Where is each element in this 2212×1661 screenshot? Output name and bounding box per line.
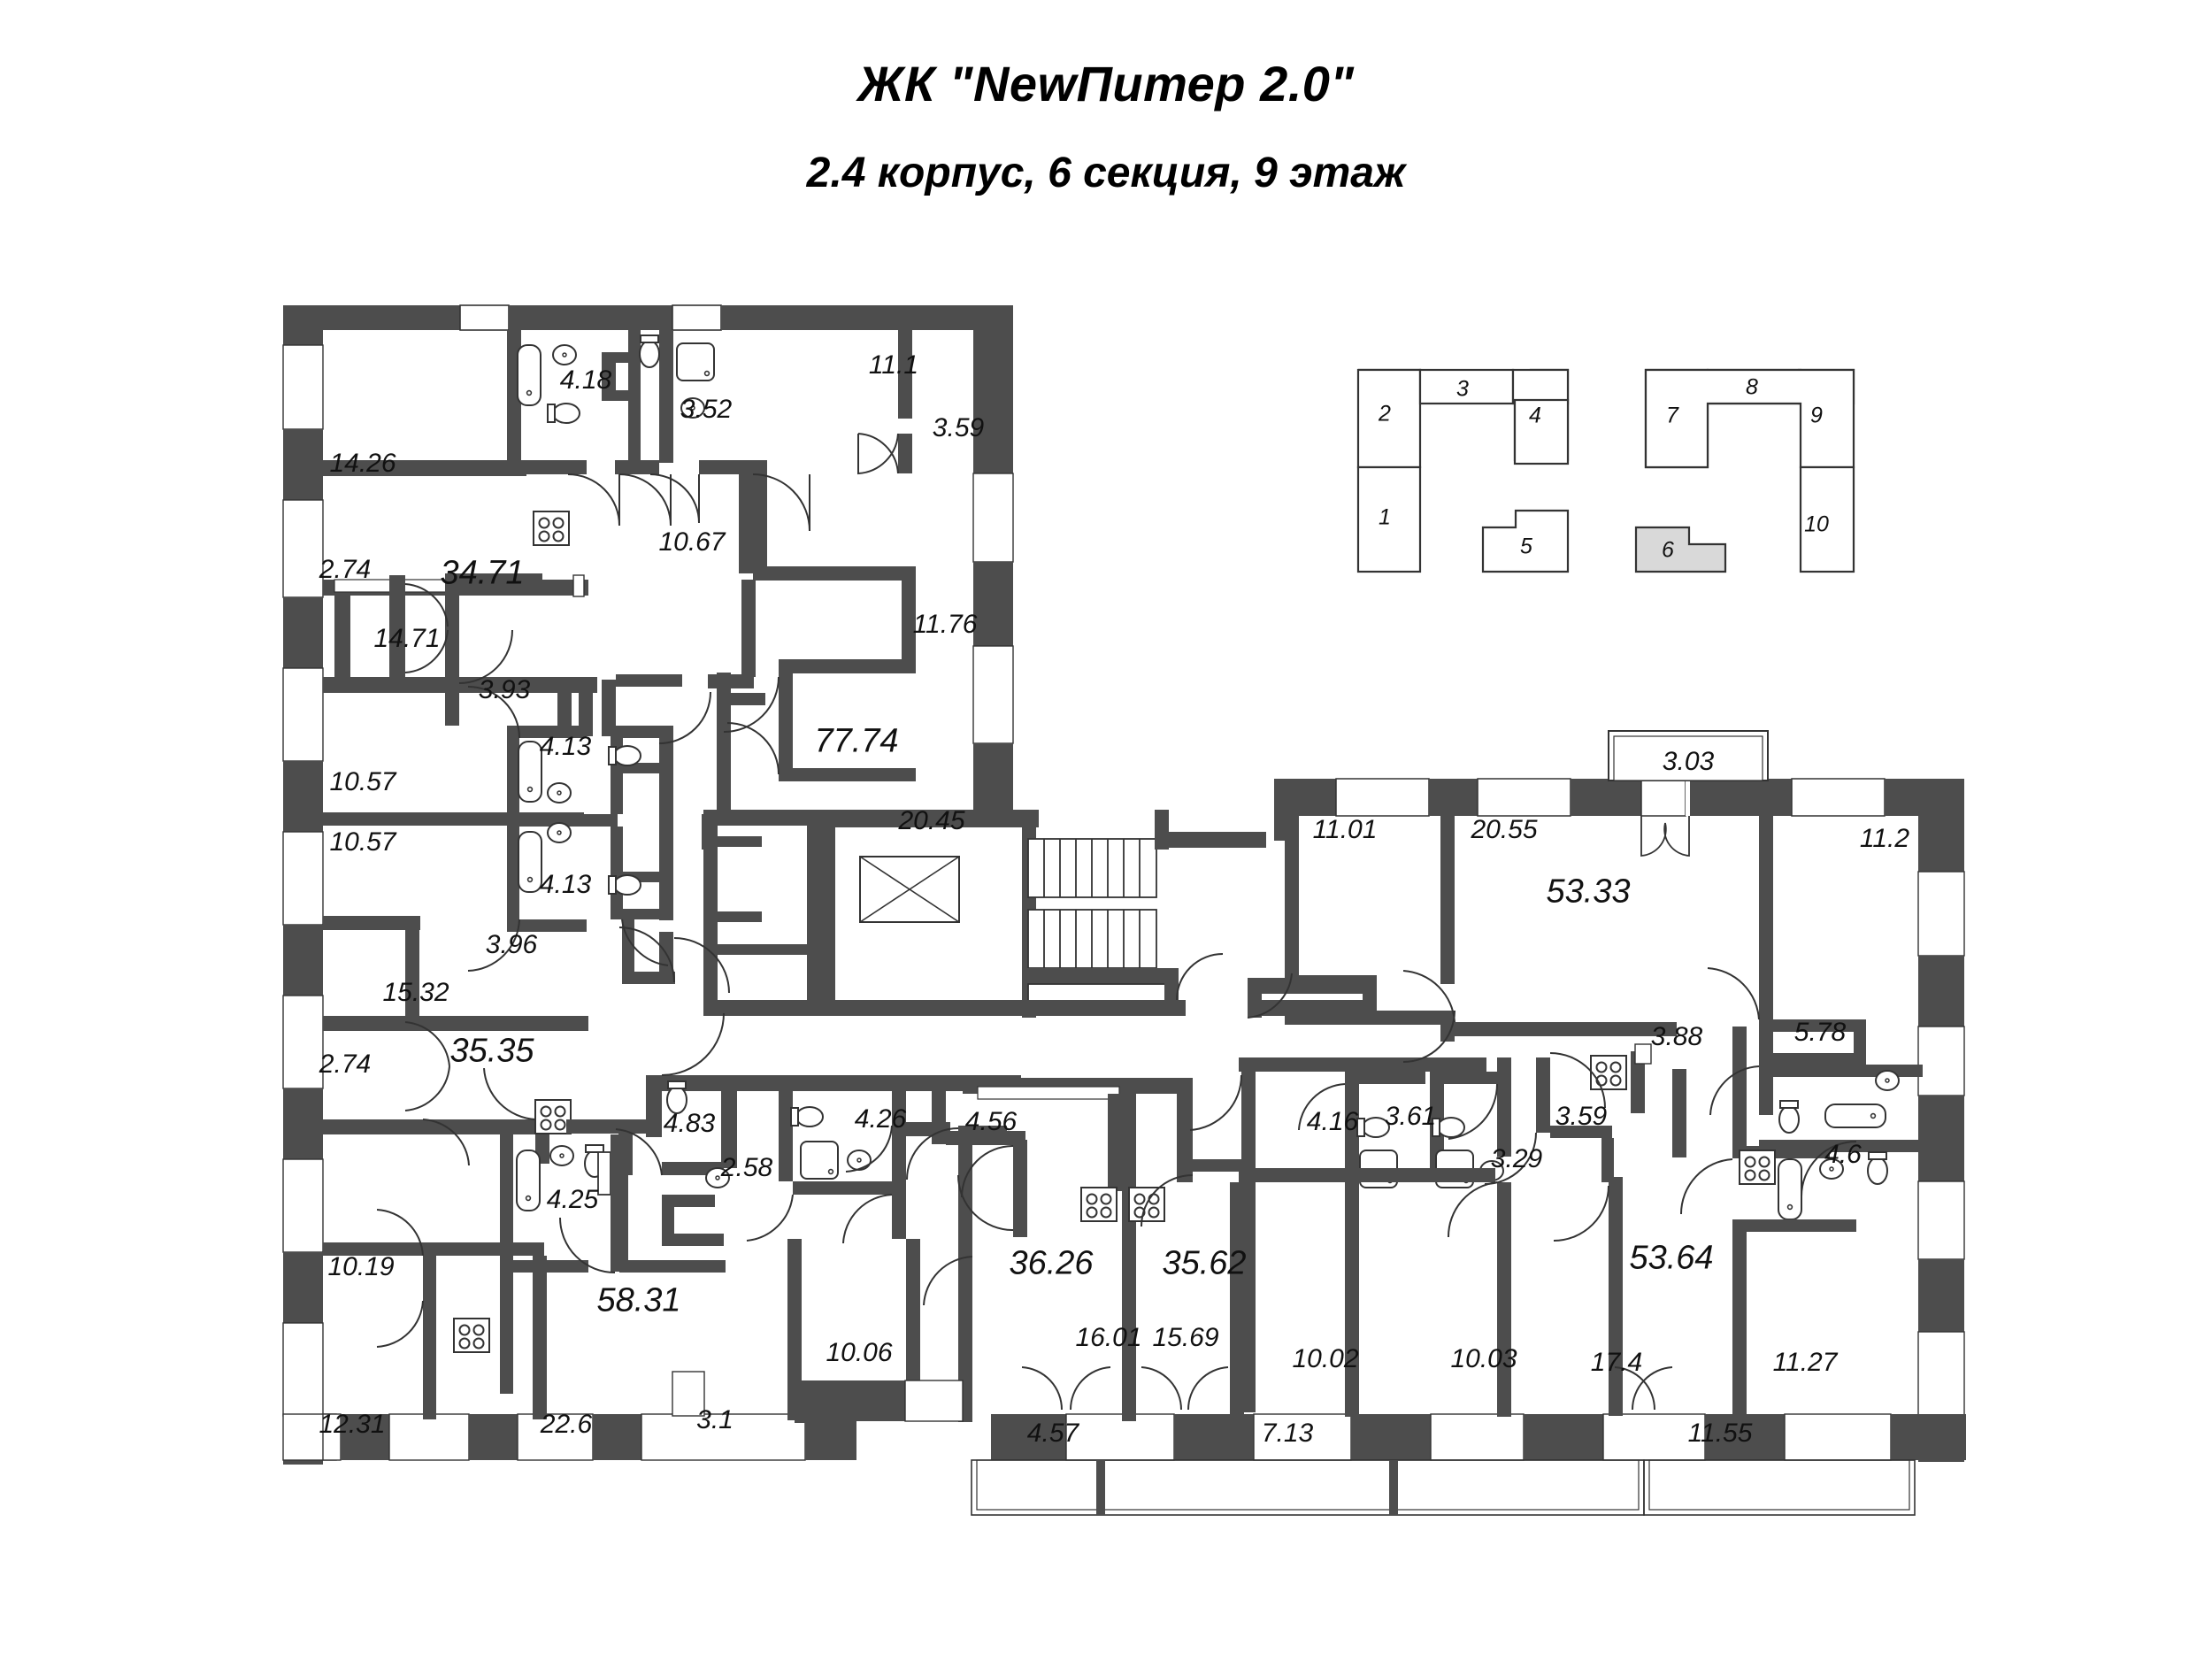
room-3-88: 3.88: [1650, 1022, 1703, 1051]
room-4-13-b: 4.13: [539, 870, 592, 899]
room-10-02: 10.02: [1292, 1344, 1359, 1373]
room-7-13: 7.13: [1261, 1419, 1314, 1448]
room-10-57-b: 10.57: [329, 827, 396, 857]
apartment-53-64: 53.64: [1629, 1239, 1714, 1277]
section-key-10: 10: [1804, 511, 1829, 537]
walls-layer: [282, 304, 1966, 1516]
room-3-59-bot: 3.59: [1555, 1102, 1608, 1131]
apartment-34-71: 34.71: [440, 554, 525, 592]
page-title: ЖК "NewПитер 2.0": [857, 56, 1355, 112]
room-22-6: 22.6: [540, 1410, 593, 1439]
door-swings: [376, 433, 1857, 1411]
room-11-27: 11.27: [1772, 1348, 1838, 1377]
room-3-96: 3.96: [485, 930, 538, 959]
room-2-58: 2.58: [720, 1153, 773, 1182]
section-key-diagram: [1356, 368, 1855, 573]
room-4-56: 4.56: [964, 1107, 1018, 1136]
section-key-6: 6: [1662, 537, 1674, 563]
room-5-78: 5.78: [1793, 1018, 1847, 1047]
room-4-26: 4.26: [854, 1104, 907, 1134]
room-2-74-b: 2.74: [319, 1050, 372, 1079]
room-20-55: 20.55: [1471, 815, 1538, 844]
room-4-13-a: 4.13: [539, 732, 592, 761]
section-key-5: 5: [1520, 534, 1532, 559]
apartment-58-31: 58.31: [596, 1281, 681, 1319]
room-3-61: 3.61: [1384, 1102, 1437, 1131]
room-11-01: 11.01: [1312, 815, 1378, 844]
room-17-4: 17.4: [1590, 1348, 1643, 1377]
section-key-3: 3: [1456, 376, 1469, 402]
apartment-53-33: 53.33: [1546, 873, 1631, 911]
room-3-29: 3.29: [1490, 1144, 1543, 1173]
room-4-16: 4.16: [1306, 1107, 1359, 1136]
room-3-03: 3.03: [1662, 747, 1715, 776]
room-4-83: 4.83: [663, 1109, 716, 1138]
room-14-71: 14.71: [373, 624, 441, 653]
room-4-57: 4.57: [1026, 1419, 1079, 1448]
apartment-35-62: 35.62: [1162, 1244, 1247, 1282]
room-10-67: 10.67: [658, 527, 726, 557]
room-16-01: 16.01: [1075, 1323, 1142, 1352]
section-key-9: 9: [1810, 403, 1823, 428]
page-subtitle: 2.4 корпус, 6 секция, 9 этаж: [806, 150, 1406, 196]
section-key-4: 4: [1529, 403, 1541, 428]
section-key-8: 8: [1746, 374, 1758, 400]
room-15-69: 15.69: [1152, 1323, 1219, 1352]
apartment-35-35: 35.35: [449, 1032, 534, 1070]
room-3-59-top: 3.59: [932, 413, 985, 442]
room-4-25: 4.25: [546, 1185, 599, 1214]
room-4-18: 4.18: [559, 365, 612, 395]
section-key-1: 1: [1379, 504, 1391, 530]
room-10-03: 10.03: [1450, 1344, 1517, 1373]
apartment-77-74: 77.74: [814, 722, 899, 760]
room-10-57-a: 10.57: [329, 767, 396, 796]
room-3-52: 3.52: [680, 395, 733, 424]
section-key-7: 7: [1666, 403, 1678, 428]
room-11-2: 11.2: [1859, 824, 1910, 853]
apartment-36-26: 36.26: [1009, 1244, 1094, 1282]
room-4-6: 4.6: [1824, 1140, 1862, 1169]
room-11-55: 11.55: [1687, 1419, 1753, 1448]
room-11-1: 11.1: [868, 350, 919, 380]
room-3-93: 3.93: [478, 675, 531, 704]
room-11-76: 11.76: [912, 610, 978, 639]
room-12-31: 12.31: [319, 1410, 386, 1439]
room-15-32: 15.32: [382, 978, 449, 1007]
room-2-74-a: 2.74: [319, 555, 372, 584]
room-14-26: 14.26: [329, 449, 396, 478]
section-key-2: 2: [1379, 401, 1391, 427]
room-20-45: 20.45: [898, 806, 965, 835]
room-3-1: 3.1: [696, 1405, 733, 1434]
room-10-19: 10.19: [327, 1252, 395, 1281]
room-10-06: 10.06: [826, 1338, 893, 1367]
